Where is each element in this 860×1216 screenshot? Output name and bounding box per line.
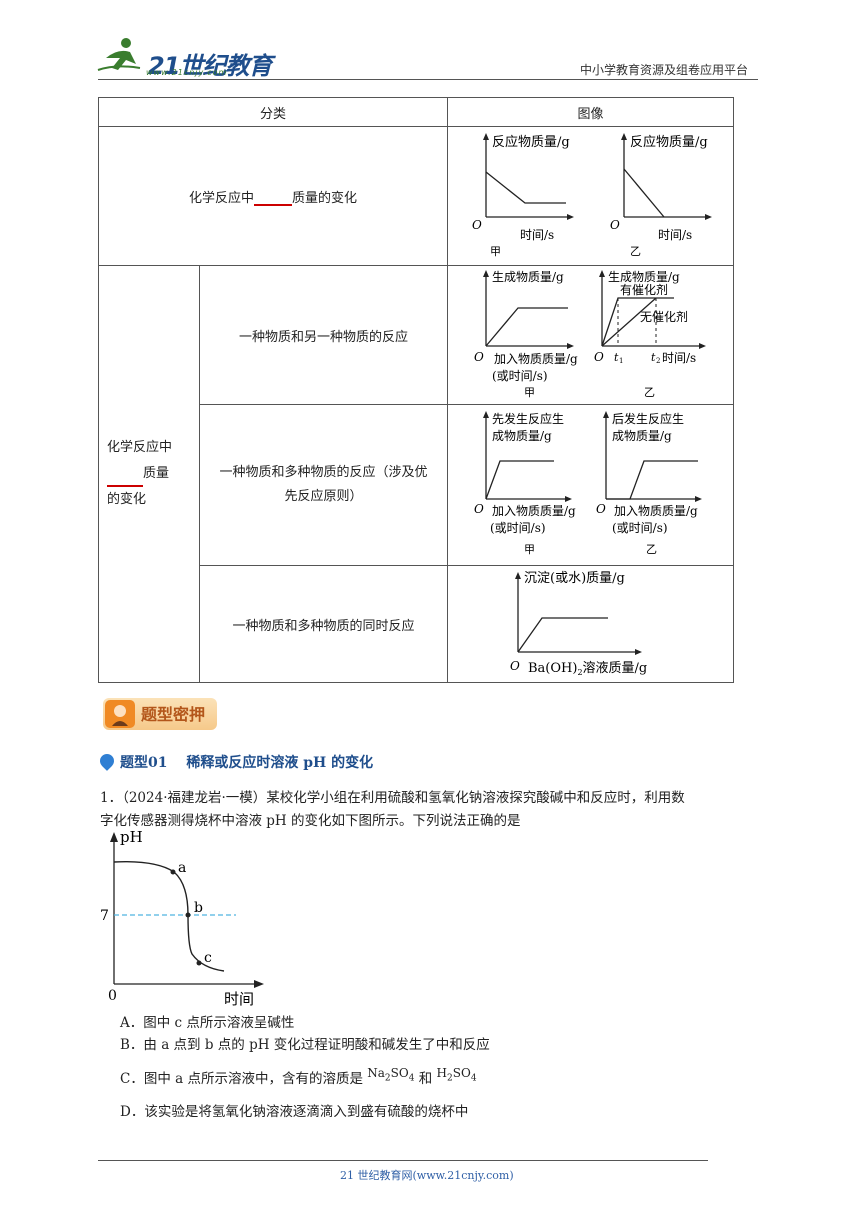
option-c[interactable]: C．图中 a 点所示溶液中，含有的溶质是 Na2SO4 和 H2SO4 xyxy=(120,1066,477,1087)
svg-text:题型密押: 题型密押 xyxy=(141,705,205,724)
option-d[interactable]: D．该实验是将氢氧化钠溶液逐滴滴入到盛有硫酸的烧杯中 xyxy=(120,1104,469,1120)
svg-text:t: t xyxy=(651,351,656,364)
sub-label-2: 一种物质和多种物质的反应（涉及优 先反应原则） xyxy=(199,404,448,566)
svg-text:0: 0 xyxy=(108,988,117,1004)
svg-text:(或时间/s): (或时间/s) xyxy=(490,521,546,535)
svg-text:加入物质质量/g: 加入物质质量/g xyxy=(492,504,576,518)
svg-text:反应物质量/g: 反应物质量/g xyxy=(630,134,708,150)
svg-text:生成物质量/g: 生成物质量/g xyxy=(608,270,680,284)
product-mass-graphs: 生成物质量/g O 加入物质质量/g (或时间/s) 甲 生成物质量/g 有催化… xyxy=(474,270,706,399)
section-badge: 题型密押 xyxy=(103,698,217,730)
svg-text:甲: 甲 xyxy=(524,543,535,556)
svg-text:乙: 乙 xyxy=(630,245,641,258)
pin-icon xyxy=(97,751,117,771)
row4-graph: 沉淀(或水)质量/g O Ba(OH)2溶液质量/g xyxy=(447,565,734,683)
option-b[interactable]: B．由 a 点到 b 点的 pH 变化过程证明酸和碱发生了中和反应 xyxy=(120,1037,490,1053)
svg-text:b: b xyxy=(194,900,203,916)
question-type-title: 题型01 稀释或反应时溶液 pH 的变化 xyxy=(97,751,373,772)
sub-label-3: 一种物质和多种物质的同时反应 xyxy=(199,565,448,683)
svg-text:加入物质质量/g: 加入物质质量/g xyxy=(614,504,698,518)
svg-text:先发生反应生: 先发生反应生 xyxy=(492,411,564,426)
svg-text:后发生反应生: 后发生反应生 xyxy=(612,411,684,426)
svg-text:(或时间/s): (或时间/s) xyxy=(612,521,668,535)
svg-text:时间/s: 时间/s xyxy=(662,351,696,365)
svg-text:(或时间/s): (或时间/s) xyxy=(492,369,548,383)
svg-text:甲: 甲 xyxy=(490,245,501,258)
footer-link[interactable]: 21 世纪教育网(www.21cnjy.com) xyxy=(340,1169,514,1182)
svg-text:时间/s: 时间/s xyxy=(658,228,692,242)
svg-text:O: O xyxy=(510,659,520,673)
svg-text:乙: 乙 xyxy=(646,543,657,556)
svg-text:沉淀(或水)质量/g: 沉淀(或水)质量/g xyxy=(524,571,625,586)
row2-graphs: 生成物质量/g O 加入物质质量/g (或时间/s) 甲 生成物质量/g 有催化… xyxy=(447,265,734,405)
header-divider xyxy=(98,79,758,80)
row3-graphs: 先发生反应生 成物质量/g O 加入物质质量/g (或时间/s) 甲 后发生反应… xyxy=(447,404,734,566)
svg-text:7: 7 xyxy=(100,908,109,924)
svg-text:2: 2 xyxy=(656,357,660,365)
axis-label: 反应物质量/g xyxy=(492,134,570,150)
svg-text:c: c xyxy=(204,950,212,966)
svg-text:成物质量/g: 成物质量/g xyxy=(492,429,552,443)
svg-text:O: O xyxy=(610,218,620,232)
header-image: 图像 xyxy=(447,97,734,127)
logo-runner-icon xyxy=(97,38,141,71)
logo-text: 21世纪教育 xyxy=(148,52,272,80)
row1-label: 化学反应中质量的变化 xyxy=(98,126,448,266)
question-text: 1．（2024·福建龙岩·一模）某校化学小组在利用硫酸和氢氧化钠溶液探究酸碱中和… xyxy=(100,790,685,829)
svg-text:甲: 甲 xyxy=(524,386,535,399)
svg-text:O: O xyxy=(474,350,484,364)
platform-title: 中小学教育资源及组卷应用平台 xyxy=(580,63,749,77)
classification-table: 分类 图像 化学反应中质量的变化 反应物质量/g O 时间/s 甲 xyxy=(98,97,734,683)
svg-text:时间/s: 时间/s xyxy=(520,228,554,242)
priority-reaction-graphs: 先发生反应生 成物质量/g O 加入物质质量/g (或时间/s) 甲 后发生反应… xyxy=(474,411,702,556)
precipitate-graph: 沉淀(或水)质量/g O Ba(OH)2溶液质量/g xyxy=(510,571,647,677)
svg-text:无催化剂: 无催化剂 xyxy=(640,309,688,324)
header-category: 分类 xyxy=(98,97,448,127)
svg-text:时间: 时间 xyxy=(224,990,254,1008)
svg-text:O: O xyxy=(596,502,606,516)
svg-text:乙: 乙 xyxy=(644,386,655,399)
row1-graphs: 反应物质量/g O 时间/s 甲 反应物质量/g O 时间/s 乙 xyxy=(447,126,734,266)
svg-text:生成物质量/g: 生成物质量/g xyxy=(492,270,564,284)
svg-text:Ba(OH)2溶液质量/g: Ba(OH)2溶液质量/g xyxy=(528,661,647,677)
svg-text:t: t xyxy=(614,351,619,364)
svg-text:O: O xyxy=(474,502,484,516)
svg-text:O: O xyxy=(594,350,604,364)
sub-label-1: 一种物质和另一种物质的反应 xyxy=(199,265,448,405)
svg-text:a: a xyxy=(178,860,186,876)
svg-text:有催化剂: 有催化剂 xyxy=(620,282,668,297)
row2-label: 化学反应中 质量 的变化 xyxy=(98,265,200,683)
svg-text:成物质量/g: 成物质量/g xyxy=(612,429,672,443)
svg-text:O: O xyxy=(472,218,482,232)
logo-url: www.21cnjy.com xyxy=(146,68,228,77)
svg-text:pH: pH xyxy=(120,828,143,846)
ph-chart: pH a b c 7 0 时间 xyxy=(100,828,264,1008)
svg-text:1: 1 xyxy=(619,357,623,365)
option-a[interactable]: A．图中 c 点所示溶液呈碱性 xyxy=(120,1015,295,1031)
svg-text:加入物质质量/g: 加入物质质量/g xyxy=(494,352,578,366)
reactant-mass-graphs: 反应物质量/g O 时间/s 甲 反应物质量/g O 时间/s 乙 xyxy=(472,133,712,258)
footer-divider xyxy=(98,1160,708,1161)
